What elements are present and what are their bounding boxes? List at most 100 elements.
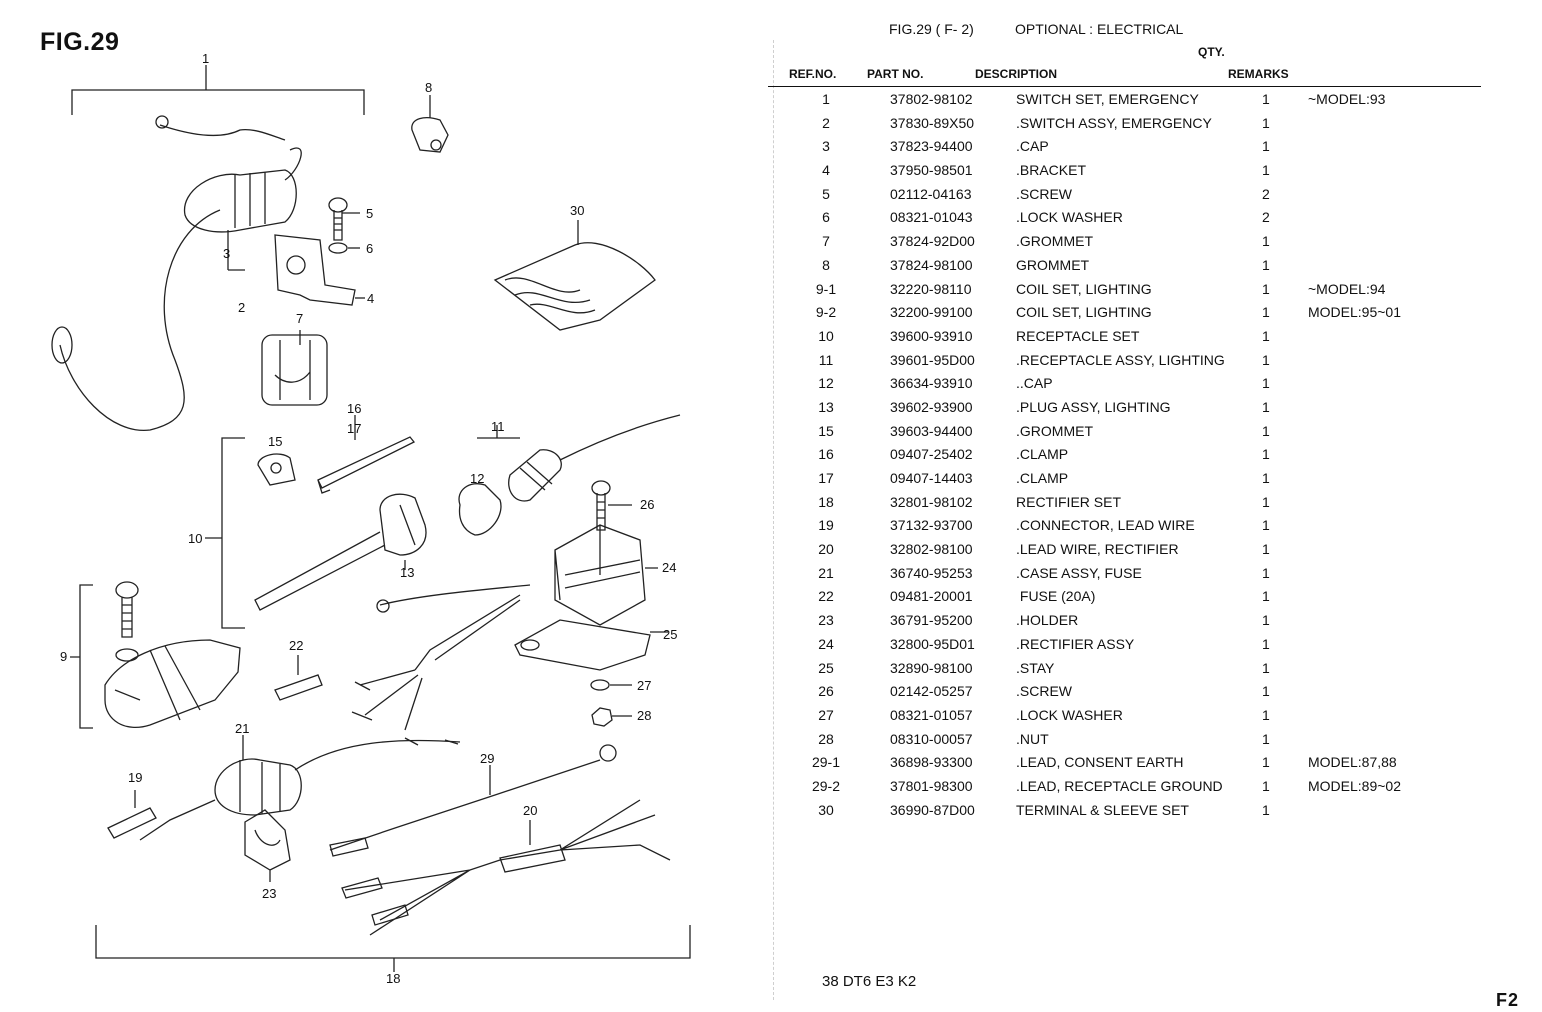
ref-cell: 9-1	[815, 280, 837, 297]
ref-cell: 25	[818, 659, 834, 676]
callout-28: 28	[637, 708, 651, 723]
ref-cell: 8	[822, 256, 830, 273]
remarks-cell: ~MODEL:94	[1308, 280, 1386, 297]
callout-3: 3	[223, 246, 230, 261]
connector-19	[107, 790, 157, 839]
part-no-cell: 36791-95200	[890, 612, 973, 629]
callout-15: 15	[268, 434, 282, 449]
remarks-cell: MODEL:87,88	[1308, 754, 1397, 771]
screw-5	[333, 210, 360, 241]
qty-cell: 1	[1262, 493, 1270, 510]
page-id: F2	[1496, 990, 1520, 1010]
qty-cell: 1	[1262, 470, 1270, 486]
description-cell: COIL SET, LIGHTING	[1016, 280, 1152, 297]
callout-9: 9	[60, 649, 67, 664]
table-row: 19 37132-93700 .CONNECTOR, LEAD WIRE 1	[0, 514, 1542, 538]
footer-code: 38 DT6 E3 K2	[822, 973, 917, 990]
qty-cell: 1	[1262, 517, 1270, 534]
qty-cell: 1	[1262, 91, 1270, 107]
description-cell: RECTIFIER SET	[1016, 493, 1122, 510]
qty-cell: 1	[1262, 398, 1270, 415]
callout-16: 16	[347, 401, 361, 416]
list-section-title: OPTIONAL : ELECTRICAL	[1015, 21, 1184, 37]
qty-cell: 1	[1262, 138, 1270, 155]
bracket-line-18	[95, 925, 691, 972]
bracket-line-10	[205, 437, 245, 629]
callout-8: 8	[425, 80, 432, 95]
qty-cell: 1	[1262, 541, 1270, 558]
ref-cell: 21	[818, 564, 834, 581]
plug-13	[254, 493, 427, 611]
part-no-cell: 39600-93910	[890, 327, 973, 344]
grommet-8	[411, 117, 449, 153]
receptacle-11	[508, 414, 681, 502]
description-cell: TERMINAL & SLEEVE SET	[1016, 801, 1189, 818]
qty-cell: 1	[1262, 114, 1270, 131]
part-no-cell: 32801-98102	[890, 493, 973, 510]
ref-cell: 9-2	[815, 304, 837, 321]
qty-cell: 1	[1262, 683, 1270, 700]
ref-cell: 26	[818, 683, 834, 700]
callout-30: 30	[570, 203, 584, 218]
part-no-cell: 36634-93910	[890, 375, 973, 392]
part-no-cell: 08321-01043	[890, 209, 973, 226]
exploded-parts-diagram: 1 2 3 4 5 6 7 8 9 10 11 12 13 15 16 17 1…	[51, 51, 691, 986]
description-cell: .CONNECTOR, LEAD WIRE	[1016, 517, 1195, 534]
callout-18: 18	[386, 971, 400, 986]
part-no-cell: 02112-04163	[890, 185, 972, 202]
description-cell: .BRACKET	[1016, 162, 1087, 179]
switch-cord	[59, 147, 302, 431]
description-cell: .STAY	[1016, 659, 1055, 676]
description-cell: FUSE (20A)	[1016, 588, 1096, 605]
part-no-cell: 32802-98100	[890, 541, 973, 558]
ref-cell: 17	[818, 470, 834, 486]
part-no-cell: 02142-05257	[890, 683, 973, 700]
cord-loop	[51, 326, 73, 364]
qty-cell: 1	[1262, 564, 1270, 581]
qty-cell: 1	[1262, 659, 1270, 676]
description-cell: .GROMMET	[1016, 233, 1093, 250]
col-header-desc: DESCRIPTION	[975, 67, 1058, 81]
part-no-cell: 37132-93700	[890, 517, 973, 534]
stay-25	[514, 619, 668, 671]
callout-25: 25	[663, 627, 677, 642]
part-no-cell: 37830-89X50	[890, 114, 975, 131]
description-cell: GROMMET	[1016, 256, 1090, 273]
part-no-cell: 32890-98100	[890, 659, 973, 676]
ref-cell: 12	[818, 375, 834, 392]
remarks-cell: MODEL:89~02	[1308, 777, 1401, 794]
qty-cell: 1	[1262, 422, 1270, 439]
part-no-cell: 09407-14403	[890, 470, 973, 486]
callout-20: 20	[523, 803, 537, 818]
qty-cell: 1	[1262, 304, 1270, 321]
bracket-part-4	[274, 234, 356, 306]
description-cell: .SWITCH ASSY, EMERGENCY	[1016, 114, 1212, 131]
qty-cell: 1	[1262, 588, 1270, 605]
ref-cell: 19	[818, 517, 834, 534]
description-cell: .LOCK WASHER	[1016, 706, 1123, 723]
screw-9	[121, 597, 133, 638]
part-no-cell: 32200-99100	[890, 304, 973, 321]
screw-26	[596, 493, 632, 531]
callout-6: 6	[366, 241, 373, 256]
qty-header: QTY.	[1198, 45, 1225, 59]
table-row: 25 32890-98100 .STAY 1	[0, 657, 1542, 681]
part-no-cell: 36740-95253	[890, 564, 973, 581]
ref-cell: 4	[822, 162, 830, 179]
ref-cell: 30	[818, 801, 834, 818]
callout-17: 17	[347, 421, 361, 436]
